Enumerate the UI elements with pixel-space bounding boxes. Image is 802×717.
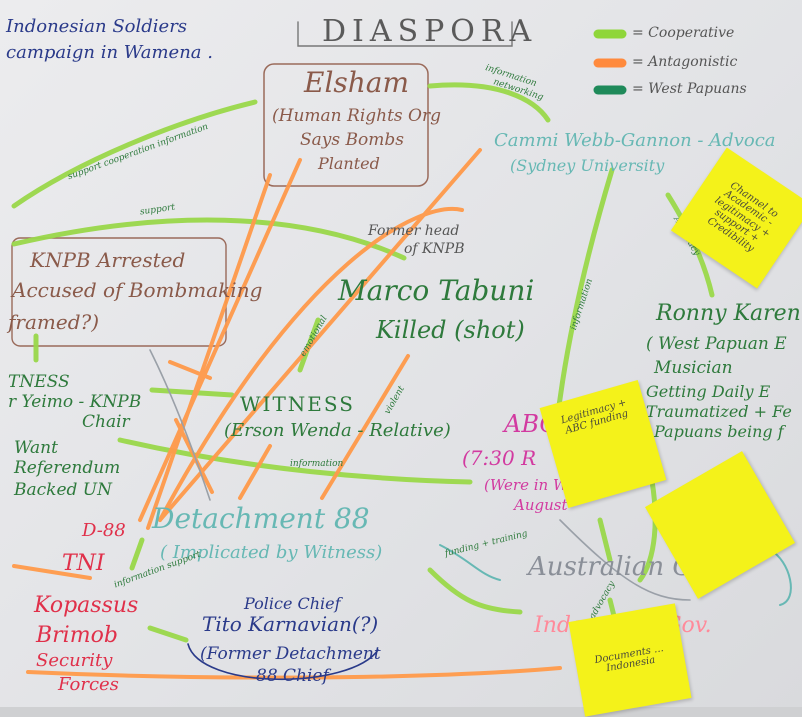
cammi-line1: Cammi Webb-Gannon - Advoca — [494, 130, 776, 151]
ronny-line2: ( West Papuan E — [646, 334, 787, 354]
arrow-teal-1 — [439, 544, 501, 581]
tni-line5: Security — [36, 650, 113, 671]
sticky-note-4: Documents ... Indonesia — [568, 603, 692, 717]
marco-line2: Killed (shot) — [376, 316, 525, 344]
elsham-line3: Says Bombs — [300, 130, 404, 150]
knpb-line1: KNPB Arrested — [30, 248, 186, 272]
legend-antagonistic: = Antagonistic — [632, 54, 738, 70]
arrow-green-12 — [597, 517, 613, 563]
marco-line1: Marco Tabuni — [338, 274, 535, 307]
arrow-orange-7 — [12, 564, 92, 580]
witness-left-line3: Chair — [82, 412, 130, 432]
former-head-line2: of KNPB — [404, 241, 465, 257]
arrow-orange-6 — [238, 444, 272, 500]
sticky-note-1-text: Channel to Academic - legitimacy + suppo… — [705, 179, 781, 255]
tni-line1: D-88 — [82, 520, 126, 541]
arrow-green-14 — [637, 467, 658, 583]
knpb-box — [11, 237, 227, 347]
legend-west-papuans: = West Papuans — [632, 81, 747, 97]
ronny-line6: Papuans being f — [654, 422, 784, 441]
arrow-gray-1 — [149, 349, 211, 501]
sticky-note-2-text: Legitimacy + ABC funding — [559, 397, 630, 437]
witness-left-line2: r Yeimo - KNPB — [8, 392, 142, 412]
arrow-green-11 — [147, 625, 189, 643]
arrow-orange-5 — [320, 354, 410, 500]
arrow-green-2 — [11, 217, 407, 261]
ronny-line5: Traumatized + Fe — [646, 402, 792, 421]
arrow-orange-1 — [138, 158, 302, 522]
arrow-gray-2 — [559, 519, 691, 601]
elsham-line2: (Human Rights Org — [272, 106, 441, 126]
ronny-line4: Getting Daily E — [646, 382, 771, 401]
knpb-line2: Accused of Bombmaking — [12, 278, 263, 302]
knpb-line3: framed?) — [8, 310, 100, 334]
tni-line4: Brimob — [36, 623, 118, 648]
arrow-teal-2 — [769, 549, 792, 606]
abc-line4: August — [514, 496, 568, 514]
police-line2: Tito Karnavian(?) — [202, 612, 379, 636]
witness-left-line6: Backed UN — [14, 480, 112, 500]
detachment-line2: ( Implicated by Witness) — [160, 542, 383, 563]
arrow-orange-3 — [158, 148, 482, 522]
edge-label-information-2: information — [290, 459, 344, 469]
tni-line3: Kopassus — [34, 593, 139, 618]
former-head-line1: Former head — [368, 223, 460, 239]
abc-line3: (Were in W — [484, 476, 569, 494]
witness-left-line4: Want — [14, 438, 58, 458]
elsham-line4: Planted — [318, 154, 380, 173]
tni-line6: Forces — [58, 674, 119, 695]
detachment-line1: Detachment 88 — [152, 502, 370, 535]
witness-left-line5: Referendum — [14, 458, 121, 478]
police-bracket — [187, 643, 379, 681]
arrow-green-3 — [427, 82, 551, 123]
arrow-green-4 — [553, 167, 615, 433]
police-line3: (Former Detachment — [200, 644, 381, 664]
police-line4: 88 Chief — [256, 666, 329, 686]
arrow-orange-4 — [158, 207, 464, 522]
ronny-line3: Musician — [654, 358, 733, 378]
soldiers-note-line2: campaign in Wamena . — [6, 42, 213, 63]
arrow-green-15 — [129, 537, 145, 571]
elsham-box — [263, 63, 429, 187]
arrow-green-10 — [427, 567, 523, 615]
legend-cooperative: = Cooperative — [632, 25, 735, 41]
abc-line2: (7:30 R — [462, 446, 537, 470]
police-line1: Police Chief — [244, 594, 341, 613]
arrow-orange-9 — [168, 360, 212, 380]
arrow-green-1 — [11, 99, 258, 209]
sticky-note-4-text: Documents ... Indonesia — [593, 642, 665, 675]
diaspora-box — [297, 21, 513, 47]
arrow-orange-2 — [146, 173, 272, 530]
arrow-green-7 — [149, 387, 235, 398]
soldiers-note-line1: Indonesian Soldiers — [6, 16, 188, 37]
witness-erson-line1: WITNESS — [240, 392, 355, 416]
diaspora-title: DIASPORA — [322, 14, 538, 49]
witness-erson-line2: (Erson Wenda - Relative) — [224, 420, 451, 441]
witness-left-line1: TNESS — [8, 372, 70, 392]
cammi-line2: (Sydney University — [510, 156, 665, 175]
ronny-line1: Ronny Karen — [656, 301, 801, 326]
tni-line2: TNI — [62, 551, 105, 576]
elsham-title: Elsham — [304, 66, 410, 99]
